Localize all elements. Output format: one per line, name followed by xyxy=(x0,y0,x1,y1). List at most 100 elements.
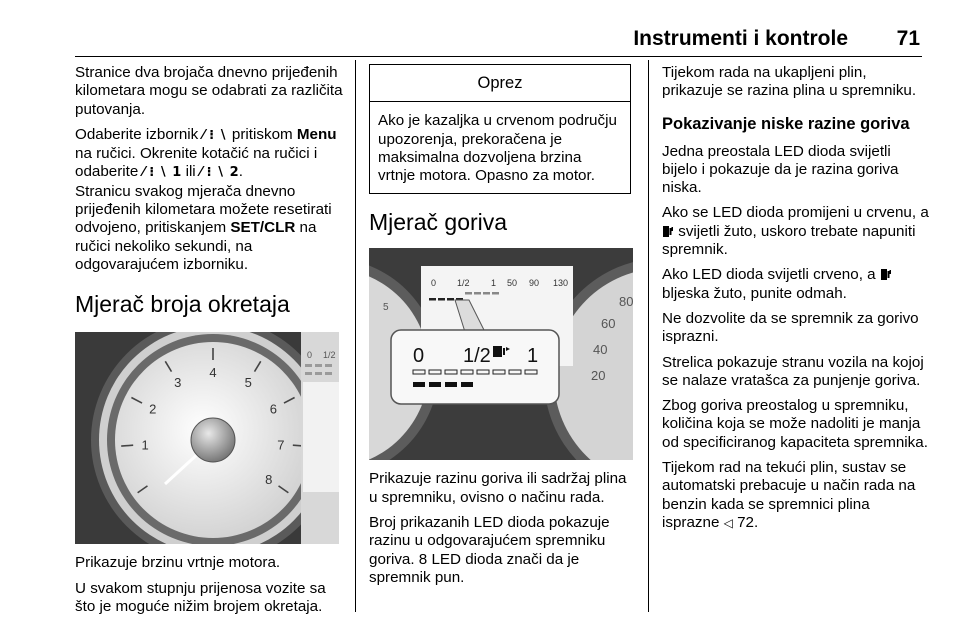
fuel-led-outline xyxy=(508,369,522,375)
paragraph: Ne dozvolite da se spremnik za gorivo is… xyxy=(662,309,919,346)
figure-caption: Prikazuje brzinu vrtnje motora. xyxy=(75,554,281,572)
speed-label-20: 20 xyxy=(591,368,605,383)
text: Ako se LED dioda promijeni u crvenu, a xyxy=(662,204,929,222)
caution-text: Ako je kazaljka u crvenom području upozo… xyxy=(378,112,617,185)
tach-numeral: 5 xyxy=(245,375,252,390)
text: bljeska žuto, punite odmah. xyxy=(662,284,847,302)
column-divider-1 xyxy=(355,60,356,612)
text: Tijekom rad na tekući plin, sustav se au… xyxy=(662,459,916,531)
paragraph: Tijekom rad na tekući plin, sustav se au… xyxy=(662,459,930,532)
small-fuel-led xyxy=(474,292,481,295)
text: na ručici. Okrenite kotačić na ručici i … xyxy=(75,145,318,181)
fuel-pump-icon xyxy=(880,269,891,281)
text: svijetli žuto, uskoro trebate napuniti s… xyxy=(662,222,916,259)
paragraph: Odaberite izbornik ⁄ ⁝ ∖ pritiskom Menu … xyxy=(75,126,345,183)
small-fuel-led xyxy=(429,298,436,301)
tach-side-label-half: 1/2 xyxy=(323,350,336,360)
fuel-led-outline xyxy=(476,369,490,375)
subheading-low-fuel: Pokazivanje niske razine goriva xyxy=(662,114,910,133)
trip-1-icon: ⁄ ⁝ ∖ 1 xyxy=(142,165,182,181)
fuel-led-outline xyxy=(428,369,442,375)
dial-label: 5 xyxy=(383,302,389,313)
fuel-label-empty: 0 xyxy=(413,345,424,367)
column-2: Oprez Ako je kazaljka u crvenom području… xyxy=(369,64,633,594)
set-clr-label: SET/CLR xyxy=(230,219,296,237)
fuel-led-lit xyxy=(445,382,457,388)
fuel-label-full: 1 xyxy=(527,345,538,367)
paragraph: U svakom stupnju prijenosa vozite sa što… xyxy=(75,579,326,615)
tach-tick xyxy=(121,444,134,448)
tach-tick xyxy=(283,397,295,405)
column-1: Stranice dva brojača dnevno prijeđenih k… xyxy=(75,64,345,623)
fuel-led-outline xyxy=(524,369,538,375)
fuel-label-half: 1/2 xyxy=(463,345,491,367)
paragraph: Zbog goriva preostalog u spremniku, koli… xyxy=(662,397,928,451)
tach-numeral: 4 xyxy=(209,365,216,380)
paragraph: Broj prikazanih LED dioda pokazuje razin… xyxy=(369,514,610,586)
paragraph: Stranice dva brojača dnevno prijeđenih k… xyxy=(75,64,343,118)
tach-numeral: 1 xyxy=(142,438,149,453)
fuel-led-outline xyxy=(412,369,426,375)
tach-tick xyxy=(278,485,289,494)
trip-menu-icon: ⁄ ⁝ ∖ xyxy=(202,127,228,143)
speed-label-80: 80 xyxy=(619,294,633,309)
menu-button-label: Menu xyxy=(296,125,337,143)
tach-numeral: 6 xyxy=(270,402,277,417)
text: Ako LED dioda svijetli crveno, a xyxy=(662,266,880,284)
small-fuel-led xyxy=(492,292,499,295)
paragraph: Tijekom rada na ukapljeni plin, prikazuj… xyxy=(662,64,917,100)
small-fuel-led xyxy=(483,292,490,295)
small-fuel-led xyxy=(447,298,454,301)
small-fuel-led xyxy=(438,298,445,301)
column-3: Tijekom rada na ukapljeni plin, prikazuj… xyxy=(662,64,930,539)
fuel-led-outline xyxy=(492,369,506,375)
tach-side-label-0: 0 xyxy=(307,350,312,360)
page-reference-arrow-icon: ◁ xyxy=(723,515,733,530)
paragraph: Ako se LED dioda promijeni u crvenu, a s… xyxy=(662,204,930,259)
tachometer-figure: 1 2 3 4 5 6 7 8 0 1/2 xyxy=(75,332,339,545)
tach-tick xyxy=(253,361,262,373)
caution-title: Oprez xyxy=(370,65,630,103)
fuel-led-lit xyxy=(413,382,425,388)
tach-tick xyxy=(164,361,173,373)
tach-numeral: 8 xyxy=(265,472,272,487)
caution-box: Oprez Ako je kazaljka u crvenom području… xyxy=(369,64,631,195)
text: ili xyxy=(181,163,200,181)
text: . xyxy=(238,163,243,181)
fuel-pump-icon xyxy=(493,346,510,358)
small-fuel-label-0: 0 xyxy=(431,278,436,288)
tach-tick xyxy=(137,485,148,494)
fuel-led-outline xyxy=(460,369,474,375)
tach-numeral: 2 xyxy=(149,402,156,417)
small-speed-50: 50 xyxy=(507,278,517,288)
fuel-led-lit xyxy=(461,382,473,388)
text: Stranicu svakog mjerača dnevno prijeđeni… xyxy=(75,182,332,237)
small-speed-90: 90 xyxy=(529,278,539,288)
fuel-led-lit xyxy=(429,382,441,388)
paragraph: Jedna preostala LED dioda svijetli bijel… xyxy=(662,142,899,197)
running-header-title: Instrumenti i kontrole xyxy=(633,27,848,50)
paragraph: Ako LED dioda svijetli crveno, a bljeska… xyxy=(662,266,930,303)
section-heading-tachometer: Mjerač broja okretaja xyxy=(75,291,290,318)
text: Odaberite izbornik xyxy=(75,125,203,143)
paragraph: Prikazuje razinu goriva ili sadržaj plin… xyxy=(369,470,627,506)
text: pritiskom xyxy=(227,125,297,143)
tach-numeral: 3 xyxy=(174,375,181,390)
small-fuel-led xyxy=(456,298,463,301)
speed-label-40: 40 xyxy=(593,342,607,357)
fuel-led-outline xyxy=(444,369,458,375)
text: na ručici nekoliko sekundi, na odgovaraj… xyxy=(75,219,317,273)
paragraph: Strelica pokazuje stranu vozila na kojoj… xyxy=(662,353,924,389)
tach-tick xyxy=(131,397,143,405)
small-speed-130: 130 xyxy=(553,278,568,288)
header-rule xyxy=(75,56,922,57)
small-fuel-led xyxy=(465,292,472,295)
fuel-gauge-figure: 5 80 60 40 20 0 1/2 1 50 90 130 0 1/2 1 xyxy=(369,248,633,461)
small-fuel-label-half: 1/2 xyxy=(457,278,470,288)
column-divider-2 xyxy=(648,60,649,612)
small-fuel-label-1: 1 xyxy=(491,278,496,288)
page-reference: 72. xyxy=(732,513,759,531)
paragraph: Stranicu svakog mjerača dnevno prijeđeni… xyxy=(75,183,345,274)
section-heading-fuel-gauge: Mjerač goriva xyxy=(369,209,508,236)
tach-numeral: 7 xyxy=(277,438,284,453)
